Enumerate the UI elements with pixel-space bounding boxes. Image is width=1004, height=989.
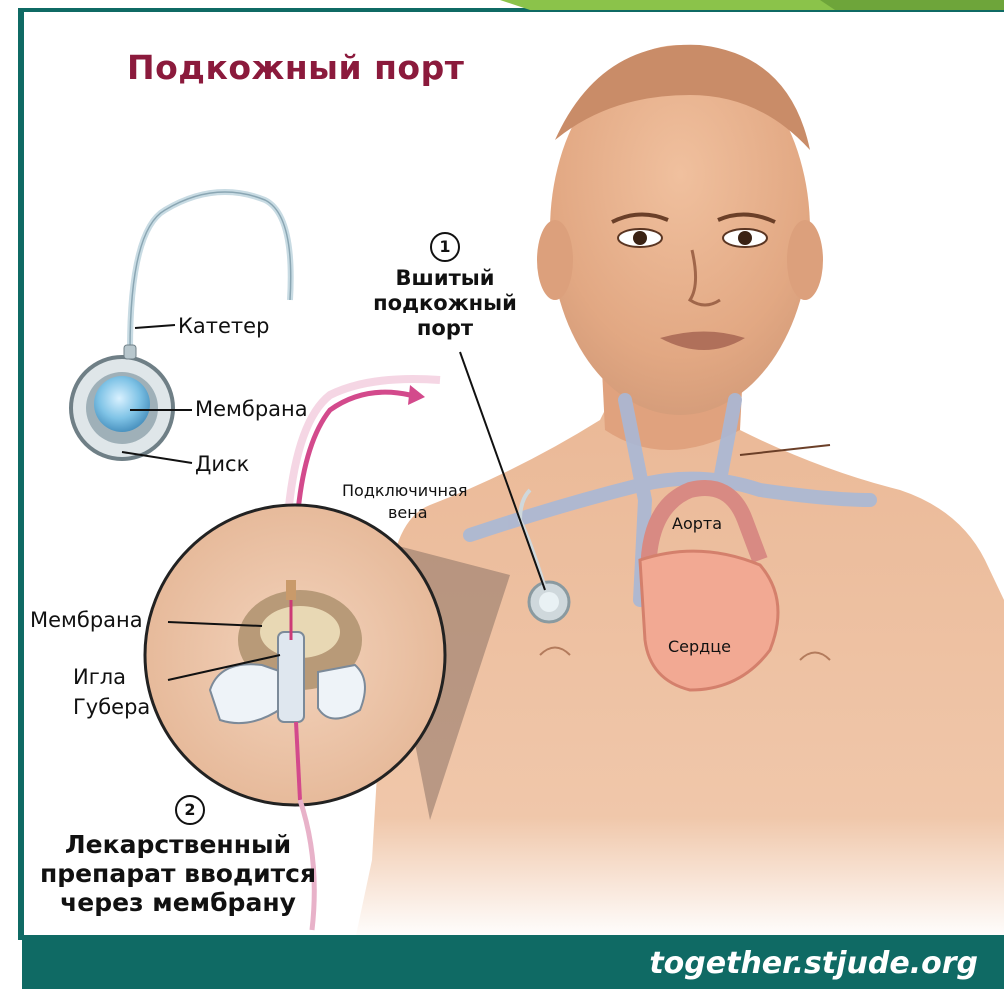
step-1-line: подкожный	[370, 291, 520, 316]
disk-label: Диск	[195, 452, 249, 476]
step-1-line: порт	[370, 316, 520, 341]
aorta-label: Аорта	[672, 514, 722, 533]
step-2-line: Лекарственный	[28, 830, 328, 859]
port-membrane	[94, 376, 150, 432]
huber-needle-label: Игла Губера	[73, 662, 150, 722]
step-2-number: 2	[175, 795, 205, 825]
huber-needle-line: Губера	[73, 692, 150, 722]
subclavian-vein-line: вена	[342, 502, 467, 524]
step-1-number: 1	[430, 232, 460, 262]
huber-needle-wings	[210, 664, 282, 723]
catheter-label: Катетер	[178, 314, 269, 338]
inset-membrane-label: Мембрана	[30, 608, 143, 632]
step-2-line: через мембрану	[28, 888, 328, 917]
step-1-line: Вшитый	[370, 266, 520, 291]
heart-label: Сердце	[668, 637, 731, 656]
footer-band: together.stjude.org	[22, 940, 1004, 989]
footer-url[interactable]: together.stjude.org	[649, 946, 978, 981]
step-2-label: Лекарственный препарат вводится через ме…	[28, 830, 328, 917]
page-title: Подкожный порт	[127, 48, 464, 87]
subclavian-vein-line: Подключичная	[342, 480, 467, 502]
left-border	[18, 8, 24, 940]
step-2-line: препарат вводится	[28, 859, 328, 888]
step-1-label: Вшитый подкожный порт	[370, 266, 520, 341]
subclavian-vein-label: Подключичная вена	[342, 480, 467, 524]
huber-needle-line: Игла	[73, 662, 150, 692]
membrane-label: Мембрана	[195, 397, 308, 421]
